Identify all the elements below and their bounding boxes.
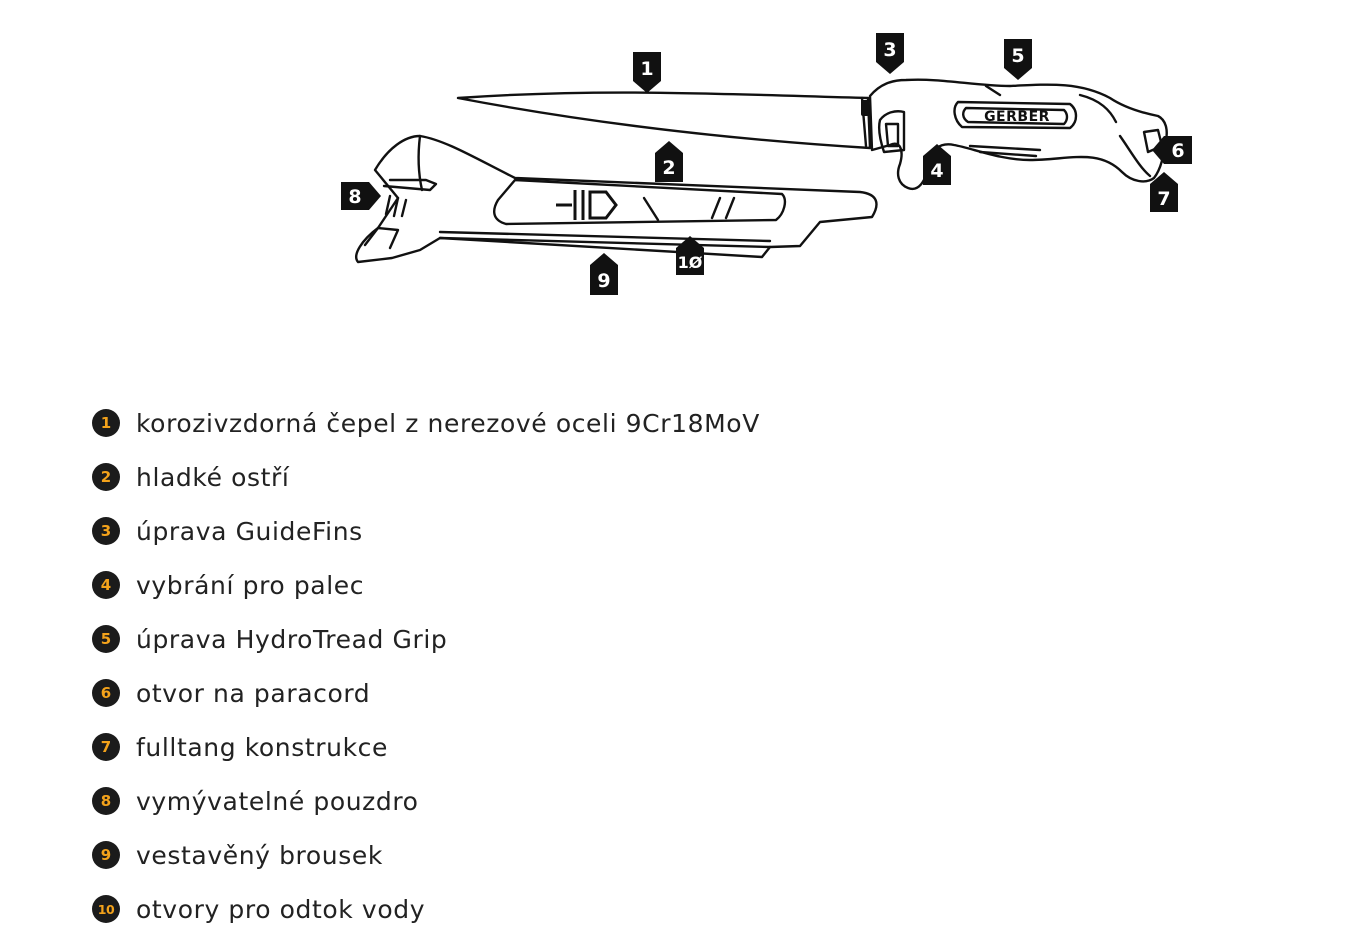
sheath-illustration bbox=[355, 134, 878, 264]
callout-8: 8 bbox=[341, 182, 381, 210]
legend-item: 6 otvor na paracord bbox=[92, 666, 760, 720]
svg-text:5: 5 bbox=[1011, 45, 1024, 67]
legend-item: 9 vestavěný brousek bbox=[92, 828, 760, 882]
number-badge: 8 bbox=[92, 787, 120, 815]
svg-text:9: 9 bbox=[597, 270, 610, 292]
number-badge: 3 bbox=[92, 517, 120, 545]
callout-7: 7 bbox=[1150, 172, 1178, 212]
legend-label: otvory pro odtok vody bbox=[136, 894, 426, 924]
number-badge: 7 bbox=[92, 733, 120, 761]
blade-tang-logo bbox=[861, 100, 869, 116]
svg-text:2: 2 bbox=[662, 157, 675, 179]
legend-label: otvor na paracord bbox=[136, 678, 371, 708]
legend-label: korozivzdorná čepel z nerezové oceli 9Cr… bbox=[136, 408, 760, 438]
callout-10: 1Ø bbox=[676, 236, 704, 275]
feature-legend: 1 korozivzdorná čepel z nerezové oceli 9C… bbox=[92, 396, 760, 936]
number-badge: 1 bbox=[92, 409, 120, 437]
callout-5: 5 bbox=[1004, 39, 1032, 80]
legend-label: vybrání pro palec bbox=[136, 570, 365, 600]
legend-item: 7 fulltang konstrukce bbox=[92, 720, 760, 774]
legend-label: úprava HydroTread Grip bbox=[136, 624, 448, 654]
knife-diagram: GERBER 1 2 3 4 5 6 7 8 9 1Ø bbox=[341, 33, 1192, 295]
callout-9: 9 bbox=[590, 253, 618, 295]
legend-item: 1 korozivzdorná čepel z nerezové oceli 9C… bbox=[92, 396, 760, 450]
legend-item: 4 vybrání pro palec bbox=[92, 558, 760, 612]
legend-label: úprava GuideFins bbox=[136, 516, 363, 546]
callout-2: 2 bbox=[655, 141, 683, 182]
gerber-logo bbox=[556, 190, 618, 220]
svg-text:4: 4 bbox=[930, 160, 943, 182]
legend-item: 5 úprava HydroTread Grip bbox=[92, 612, 760, 666]
number-badge: 6 bbox=[92, 679, 120, 707]
svg-text:1Ø: 1Ø bbox=[678, 253, 703, 272]
legend-label: vestavěný brousek bbox=[136, 840, 383, 870]
callouts: 1 2 3 4 5 6 7 8 9 1Ø bbox=[341, 33, 1192, 295]
number-badge: 10 bbox=[92, 895, 120, 923]
callout-4: 4 bbox=[923, 144, 951, 185]
svg-text:6: 6 bbox=[1171, 140, 1184, 162]
svg-text:3: 3 bbox=[883, 39, 896, 61]
svg-text:1: 1 bbox=[640, 58, 653, 80]
callout-3: 3 bbox=[876, 33, 904, 74]
callout-6: 6 bbox=[1152, 136, 1192, 164]
svg-text:7: 7 bbox=[1157, 188, 1170, 210]
legend-item: 3 úprava GuideFins bbox=[92, 504, 760, 558]
number-badge: 9 bbox=[92, 841, 120, 869]
legend-item: 8 vymývatelné pouzdro bbox=[92, 774, 760, 828]
legend-item: 2 hladké ostří bbox=[92, 450, 760, 504]
number-badge: 4 bbox=[92, 571, 120, 599]
number-badge: 5 bbox=[92, 625, 120, 653]
legend-label: hladké ostří bbox=[136, 462, 290, 492]
number-badge: 2 bbox=[92, 463, 120, 491]
svg-text:8: 8 bbox=[348, 186, 361, 208]
legend-label: fulltang konstrukce bbox=[136, 732, 389, 762]
brand-text: GERBER bbox=[984, 109, 1050, 125]
handle-illustration bbox=[868, 78, 1168, 191]
legend-item: 10 otvory pro odtok vody bbox=[92, 882, 760, 936]
blade-illustration bbox=[456, 91, 872, 150]
callout-1: 1 bbox=[633, 52, 661, 93]
legend-label: vymývatelné pouzdro bbox=[136, 786, 419, 816]
